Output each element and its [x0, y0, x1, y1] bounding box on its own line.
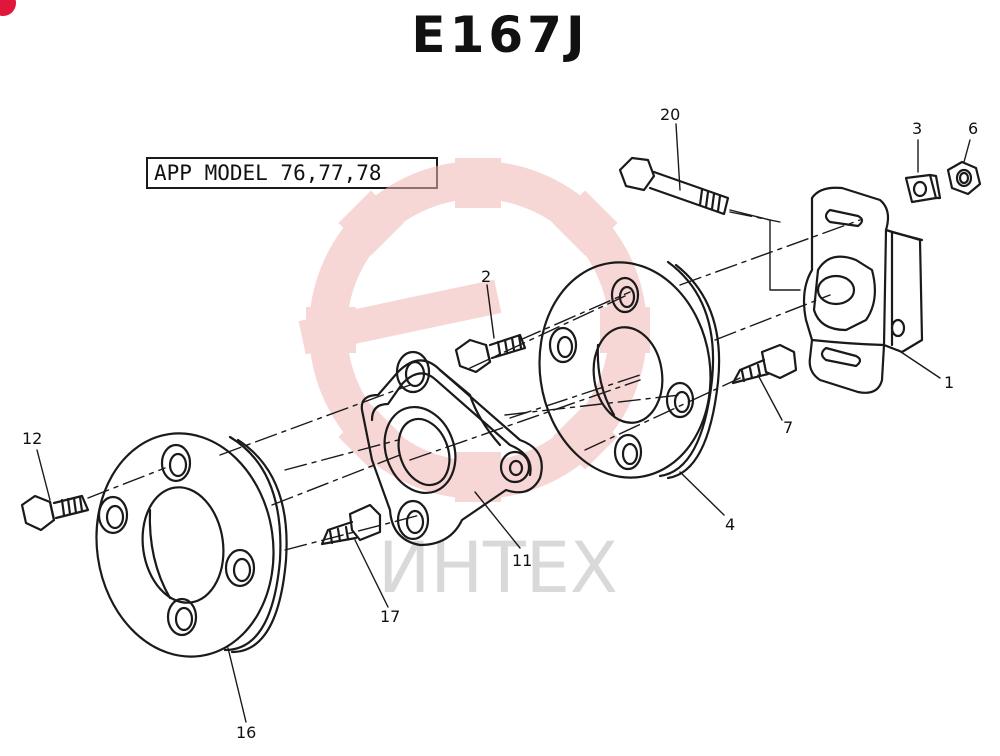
part-3-square-washer — [904, 173, 942, 204]
part-6-hex-nut — [946, 160, 982, 196]
callout-20: 20 — [660, 105, 680, 124]
part-2-hex-bolt — [454, 333, 527, 374]
callout-leader-lines — [36, 123, 971, 723]
part-16-coupling-plate — [95, 432, 288, 658]
corner-badge — [0, 0, 16, 16]
bolt-20-leader-frame — [729, 209, 801, 291]
callout-7: 7 — [783, 418, 793, 437]
callout-2: 2 — [481, 267, 491, 286]
assembly-axis-lines — [87, 211, 861, 551]
part-4-coupling-plate — [538, 260, 721, 480]
callout-16: 16 — [236, 723, 256, 742]
part-20-long-bolt — [618, 156, 730, 216]
callout-17: 17 — [380, 607, 400, 626]
callout-4: 4 — [725, 515, 735, 534]
diagram-title: E167J — [411, 6, 589, 64]
watermark-gear-logo — [298, 158, 650, 502]
callout-12: 12 — [22, 429, 42, 448]
callout-3: 3 — [912, 119, 922, 138]
callout-6: 6 — [968, 119, 978, 138]
part-1-mounting-bracket — [802, 186, 924, 394]
callout-11: 11 — [512, 551, 532, 570]
callout-1: 1 — [944, 373, 954, 392]
part-12-hex-bolt — [20, 494, 90, 532]
part-11-flange-bracket — [360, 350, 543, 547]
part-7-bolt — [731, 343, 798, 385]
watermark-text: ИНТЕХ — [378, 527, 618, 609]
callout-numbers: 20 3 6 2 1 7 4 12 11 17 16 — [22, 105, 978, 742]
part-17-bolt — [320, 503, 382, 546]
